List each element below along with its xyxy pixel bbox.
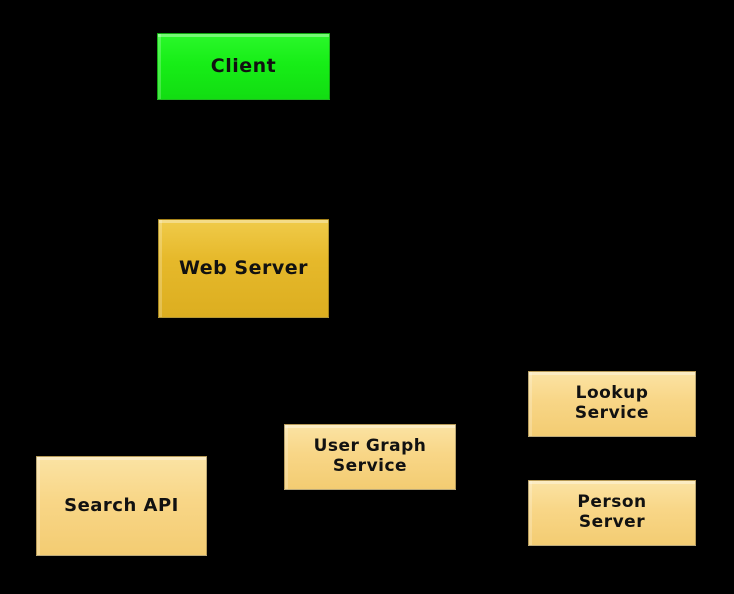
diagram-node-label: Lookup Service <box>574 383 650 423</box>
diagram-node-label: Search API <box>64 494 179 516</box>
diagram-node-lookup-service[interactable]: Lookup Service <box>528 371 696 437</box>
diagram-node-user-graph-service[interactable]: User Graph Service <box>284 424 456 490</box>
diagram-node-person-server[interactable]: Person Server <box>528 480 696 546</box>
diagram-node-label: Web Server <box>179 256 308 279</box>
diagram-node-client[interactable]: Client <box>157 33 330 100</box>
diagram-node-search-api[interactable]: Search API <box>36 456 207 556</box>
diagram-node-label: Client <box>210 54 277 77</box>
diagram-node-label: Person Server <box>577 492 647 532</box>
diagram-node-label: User Graph Service <box>313 436 427 476</box>
diagram-node-web-server[interactable]: Web Server <box>158 219 329 318</box>
